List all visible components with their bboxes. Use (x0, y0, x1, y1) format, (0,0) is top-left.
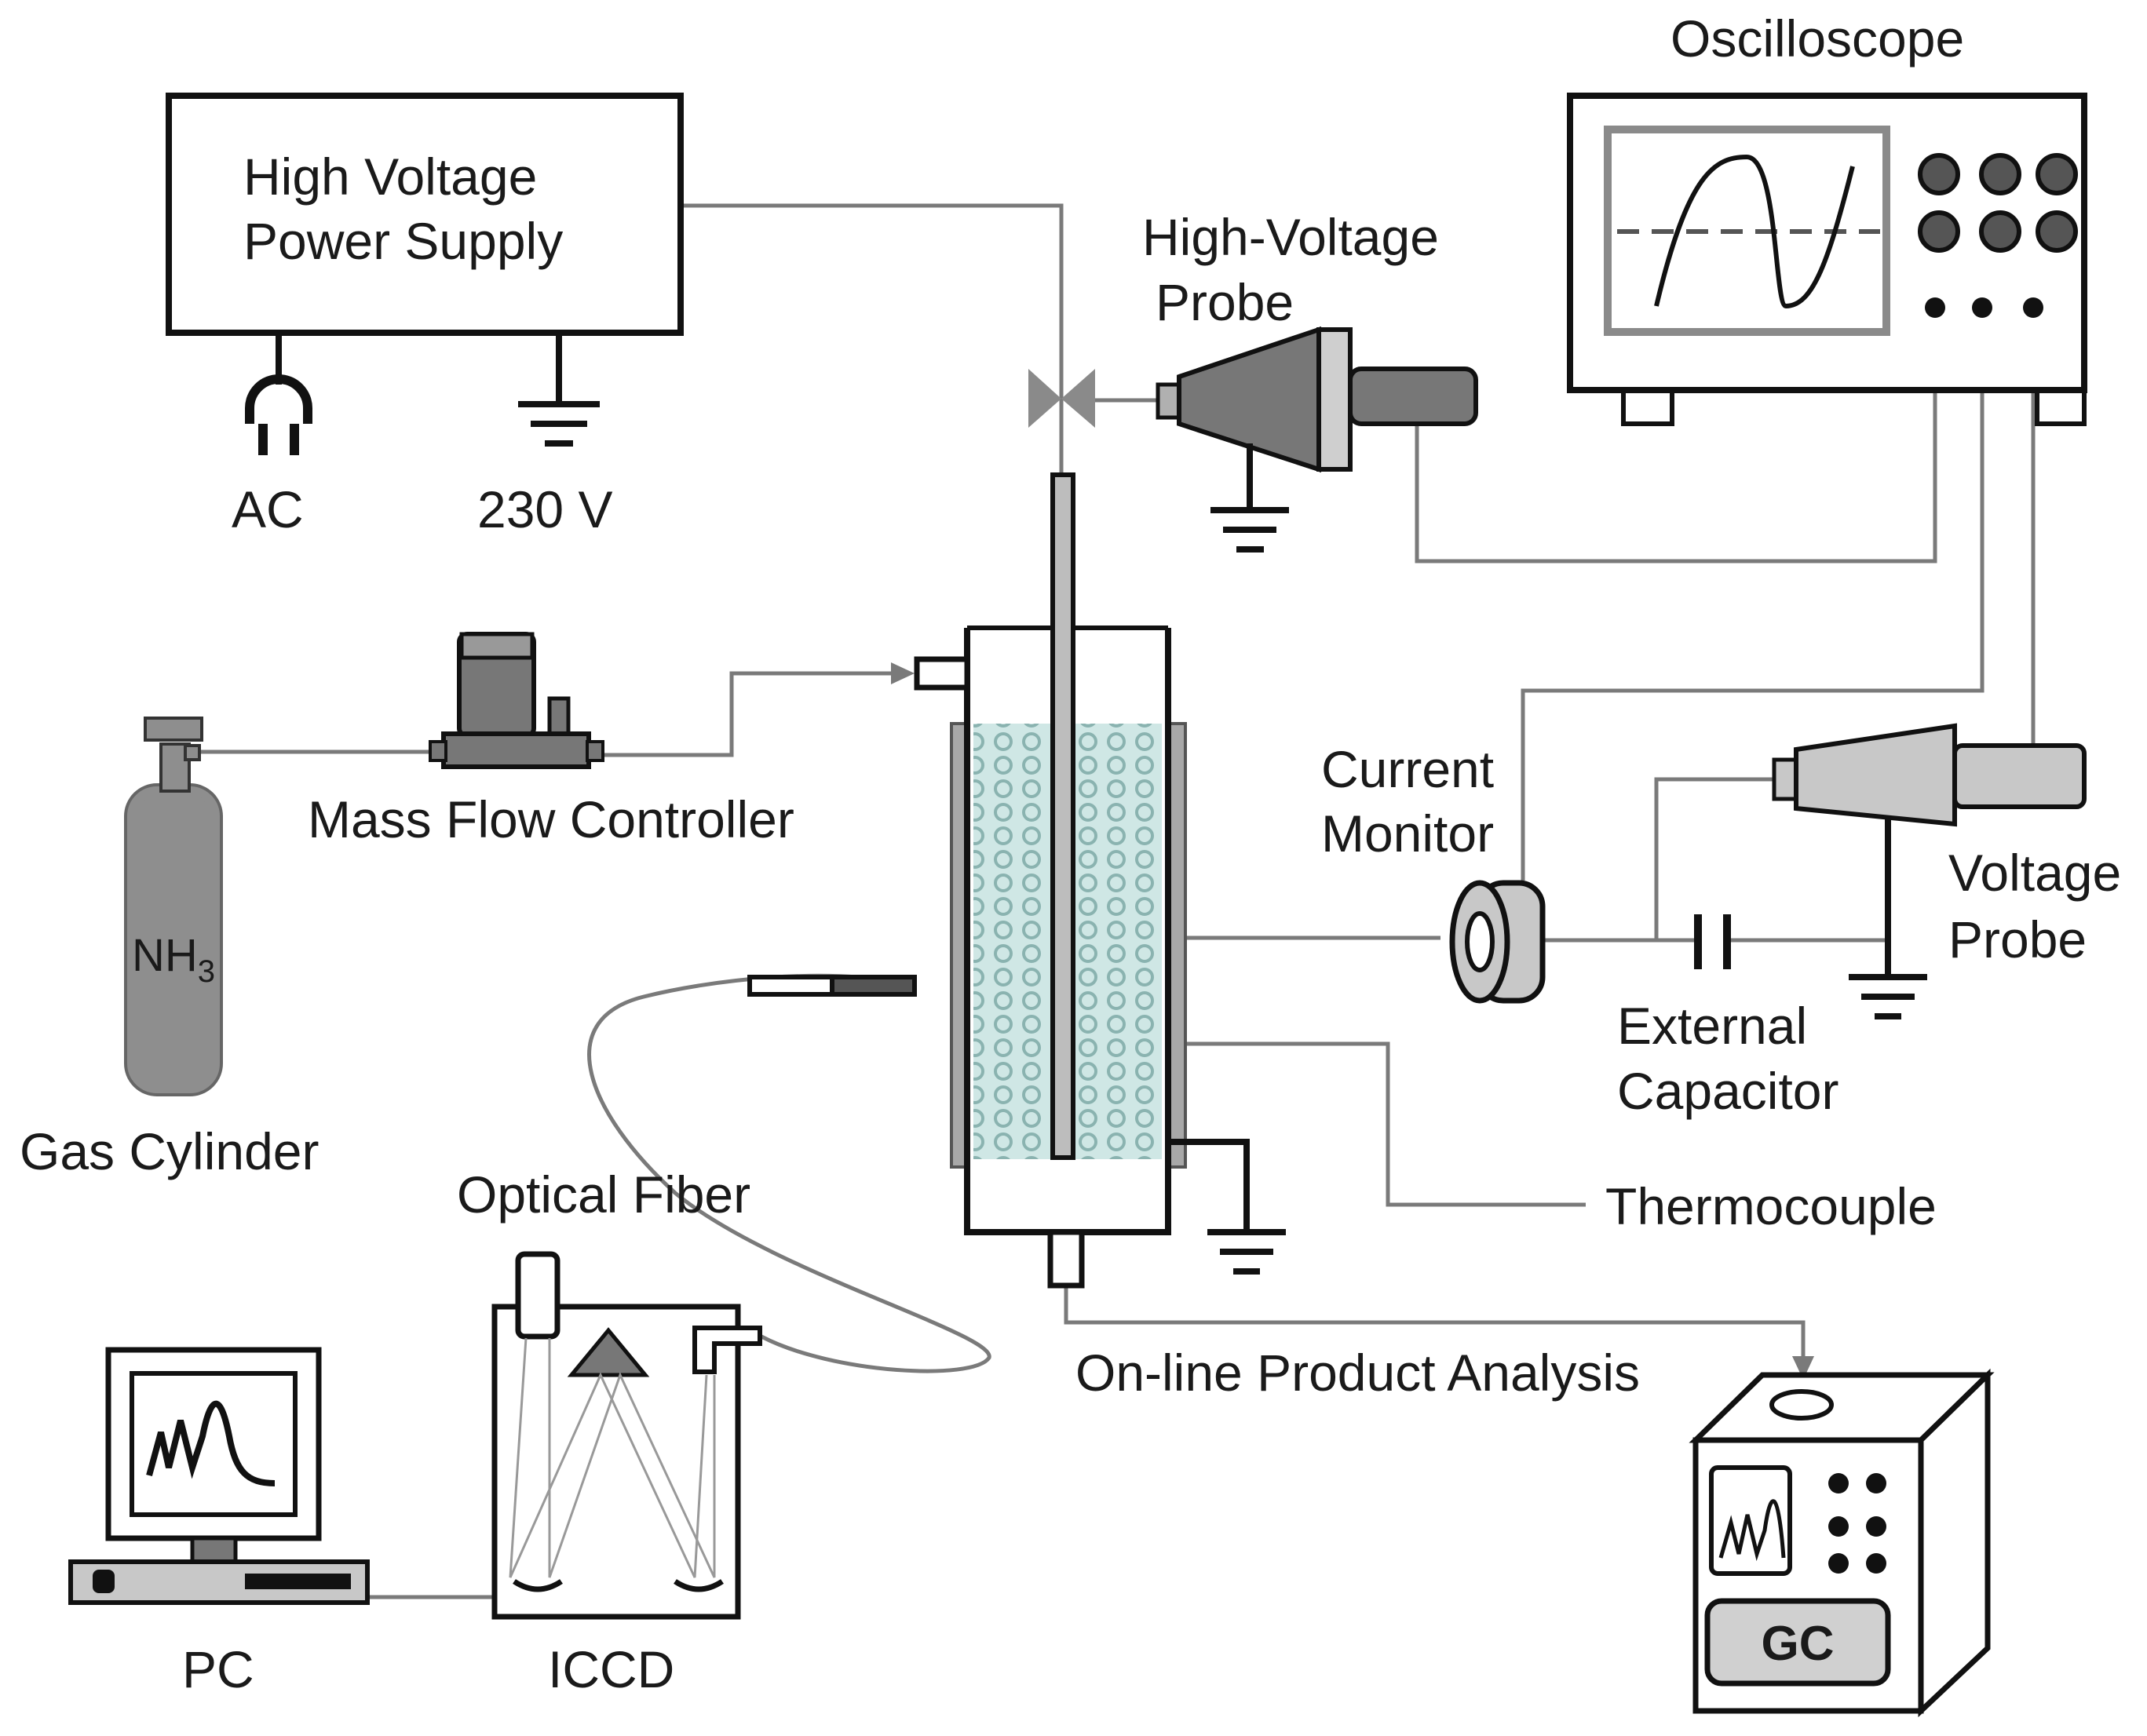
iccd-spectrometer (491, 1251, 762, 1620)
voltage-probe-label-1: Voltage (1948, 844, 2121, 902)
dbd-reactor (914, 472, 1286, 1289)
hv-supply-label-1: High Voltage (243, 148, 537, 206)
external-capacitor: External Capacitor (1617, 914, 1838, 1120)
ground-icon (518, 333, 600, 447)
thermocouple-label: Thermocouple (1605, 1177, 1937, 1235)
optical-fiber-probe (747, 975, 917, 997)
optical-fiber-label: Optical Fiber (457, 1165, 750, 1224)
current-monitor: Current Monitor (1321, 740, 1546, 1004)
voltage-probe-label-2: Probe (1948, 910, 2087, 968)
voltage-probe: Voltage Probe (1772, 723, 2121, 1019)
ac-label: AC (232, 480, 304, 538)
oscilloscope: Oscilloscope (1567, 9, 2087, 426)
oscilloscope-inputs (1925, 297, 2043, 318)
ext-cap-label-2: Capacitor (1617, 1062, 1838, 1120)
hv-probe-label-1: High-Voltage (1142, 208, 1439, 266)
mass-flow-controller (429, 632, 604, 769)
ext-cap-label-1: External (1617, 997, 1807, 1055)
current-monitor-label-1: Current (1321, 740, 1494, 798)
current-monitor-label-2: Monitor (1321, 804, 1494, 863)
hv-power-supply: High Voltage Power Supply AC 230 V (166, 93, 684, 538)
gc-knobs (1828, 1473, 1886, 1574)
oscilloscope-label: Oscilloscope (1670, 9, 1964, 67)
wires (195, 203, 2036, 1599)
voltage-230-label: 230 V (477, 480, 612, 538)
gas-cylinder: NH3 (124, 717, 223, 1096)
pc-computer (68, 1347, 370, 1605)
hv-supply-label-2: Power Supply (243, 212, 563, 270)
gas-chromatograph: GC (1689, 1368, 1995, 1718)
mfc-label: Mass Flow Controller (308, 790, 794, 848)
hv-probe-label-2: Probe (1156, 273, 1294, 331)
oscilloscope-knobs (1918, 153, 2078, 253)
spectrum-icon (146, 1400, 276, 1486)
high-voltage-probe: High-Voltage Probe (1028, 208, 1478, 553)
chromatogram-icon (1718, 1499, 1786, 1562)
gc-label: GC (1762, 1617, 1835, 1671)
ac-plug-icon (245, 333, 312, 455)
gas-cylinder-label: Gas Cylinder (20, 1122, 319, 1180)
online-analysis-label: On-line Product Analysis (1075, 1344, 1640, 1402)
sine-wave-icon (1654, 154, 1855, 309)
pc-label: PC (182, 1640, 254, 1698)
nh3-label: NH3 (132, 930, 215, 989)
iccd-label: ICCD (548, 1640, 674, 1698)
